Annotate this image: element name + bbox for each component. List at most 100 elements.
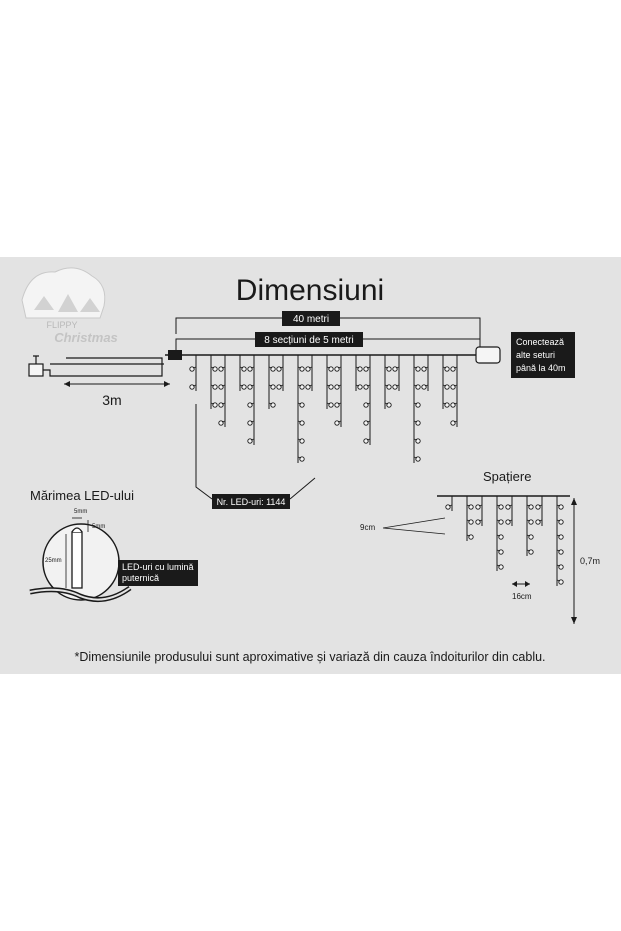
- led-lead: [366, 438, 371, 441]
- main-cable: [165, 350, 470, 360]
- led-lead: [297, 402, 302, 405]
- led-lead: [526, 504, 531, 507]
- led-lead: [355, 366, 360, 369]
- led-lead: [508, 504, 513, 507]
- led-lead: [466, 519, 471, 522]
- spacing-heading: Spațiere: [483, 469, 531, 484]
- vertical-gap-label: 9cm: [360, 523, 375, 532]
- diagram-panel: [0, 257, 621, 674]
- led-lead: [297, 456, 302, 459]
- led-lead: [192, 366, 197, 369]
- led-lead: [413, 456, 418, 459]
- footnote: *Dimensiunile produsului sunt aproximati…: [74, 650, 545, 664]
- led-lead: [395, 366, 400, 369]
- led-lead: [496, 549, 501, 552]
- led-cap-label: 5mm: [92, 524, 105, 530]
- led-lead: [250, 384, 255, 387]
- end-connector: [470, 346, 501, 364]
- led-lead: [297, 438, 302, 441]
- total-length-label: 40 metri: [293, 314, 329, 325]
- led-lead: [250, 402, 255, 405]
- led-lead: [556, 534, 561, 537]
- connect-info-box: Conectează alte seturi până la 40m: [511, 332, 575, 378]
- brand-logo: FLIPPY Christmas: [21, 267, 118, 345]
- led-lead: [326, 366, 331, 369]
- connect-line3: până la 40m: [516, 363, 566, 373]
- lead-cable-label: 3m: [102, 392, 121, 408]
- led-lead: [496, 534, 501, 537]
- led-lead: [250, 366, 255, 369]
- led-lead: [337, 384, 342, 387]
- led-lead: [453, 366, 458, 369]
- led-note-line2: puternică: [122, 573, 159, 583]
- led-height-label: 25mm: [45, 558, 62, 564]
- led-lead: [538, 519, 543, 522]
- led-lead: [526, 549, 531, 552]
- spacing-strands: [445, 496, 564, 586]
- power-plug: [28, 355, 164, 377]
- led-width-label: 5mm: [74, 509, 87, 515]
- led-lead: [556, 504, 561, 507]
- led-lead: [466, 534, 471, 537]
- led-lead: [210, 366, 215, 369]
- sections-label: 8 secțiuni de 5 metri: [264, 335, 354, 346]
- led-lead: [366, 366, 371, 369]
- horizontal-gap-label: 16cm: [512, 592, 532, 601]
- led-lead: [250, 438, 255, 441]
- led-lead: [250, 420, 255, 423]
- led-lead: [366, 420, 371, 423]
- sections-dimension: 8 secțiuni de 5 metri: [175, 332, 481, 352]
- drop-length-label: 0,7m: [580, 556, 600, 566]
- led-lead: [526, 519, 531, 522]
- led-lead: [221, 384, 226, 387]
- page-title: Dimensiuni: [236, 274, 384, 307]
- led-lead: [239, 366, 244, 369]
- led-lead: [442, 384, 447, 387]
- led-lead: [496, 519, 501, 522]
- led-lead: [308, 384, 313, 387]
- led-lead: [413, 384, 418, 387]
- led-lead: [337, 366, 342, 369]
- led-size-section: Mărimea LED-ului 5mm 5mm 25mm LED-uri cu…: [29, 488, 198, 603]
- total-length-dimension: 40 metri: [175, 311, 481, 352]
- led-count-label: Nr. LED-uri: 1144: [217, 497, 286, 507]
- logo-line1: FLIPPY: [46, 320, 77, 330]
- led-lead: [279, 366, 284, 369]
- icicle-strands: [189, 355, 458, 463]
- led-lead: [297, 420, 302, 423]
- led-lead: [424, 384, 429, 387]
- led-lead: [413, 366, 418, 369]
- led-lead: [395, 384, 400, 387]
- led-lead: [337, 420, 342, 423]
- led-lead: [508, 519, 513, 522]
- led-lead: [413, 402, 418, 405]
- led-lead: [442, 366, 447, 369]
- led-lead: [239, 384, 244, 387]
- led-lead: [384, 366, 389, 369]
- led-lead: [210, 402, 215, 405]
- led-lead: [308, 366, 313, 369]
- led-lead: [453, 384, 458, 387]
- led-lead: [192, 384, 197, 387]
- led-lead: [210, 384, 215, 387]
- led-lead: [268, 366, 273, 369]
- led-lead: [556, 519, 561, 522]
- led-lead: [413, 438, 418, 441]
- led-lead: [466, 504, 471, 507]
- led-size-heading: Mărimea LED-ului: [30, 488, 134, 503]
- led-count-callout: Nr. LED-uri: 1144: [195, 404, 316, 509]
- led-lead: [424, 366, 429, 369]
- led-lead: [453, 402, 458, 405]
- led-lead: [442, 402, 447, 405]
- led-lead: [297, 366, 302, 369]
- led-lead: [268, 384, 273, 387]
- led-lead: [526, 534, 531, 537]
- led-lead: [556, 579, 561, 582]
- lead-cable-dimension: 3m: [64, 381, 170, 408]
- led-lead: [496, 564, 501, 567]
- led-lead: [268, 402, 273, 405]
- led-lead: [478, 519, 483, 522]
- spacing-section: Spațiere 9cm 16cm 0,7m: [360, 469, 600, 624]
- led-lead: [413, 420, 418, 423]
